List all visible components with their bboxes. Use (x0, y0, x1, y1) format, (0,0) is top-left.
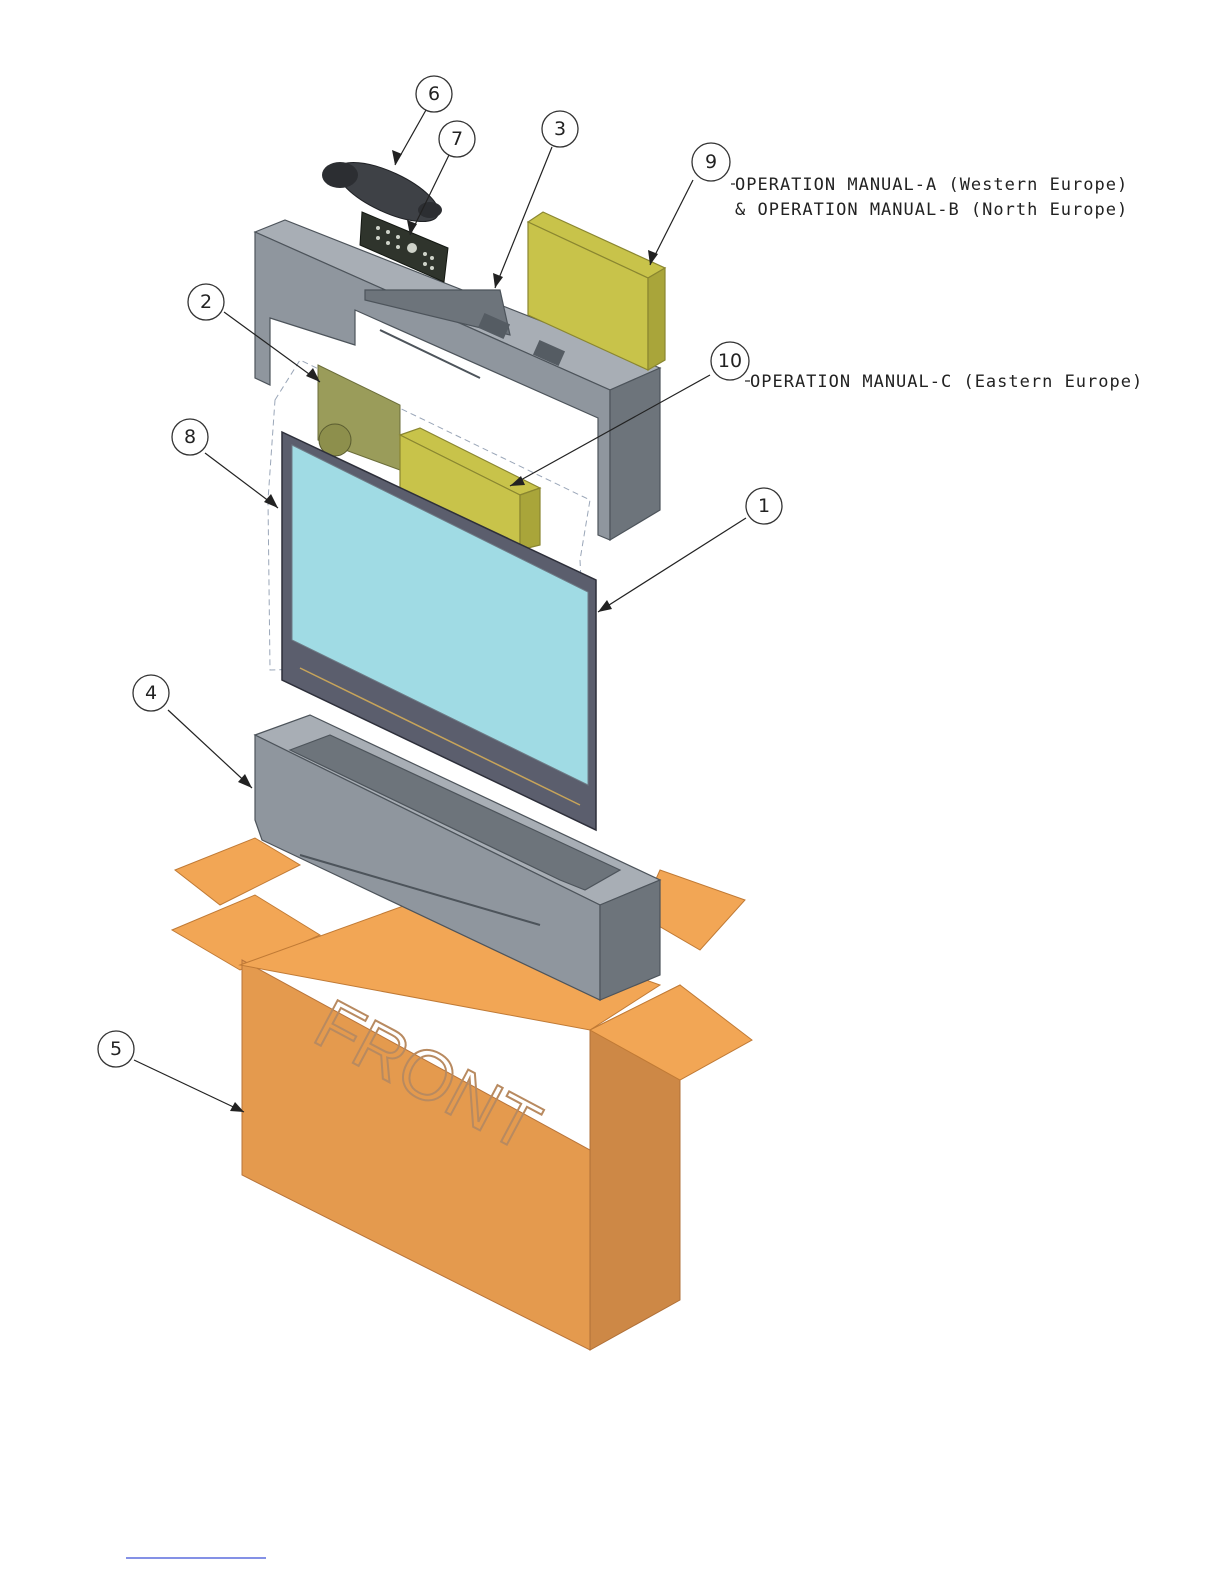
balloon-7-label: 7 (451, 128, 463, 150)
balloon-2-label: 2 (200, 291, 212, 313)
note-manual-b: & OPERATION MANUAL-B (North Europe) (735, 200, 1128, 220)
note-manual-a: OPERATION MANUAL-A (Western Europe) (735, 175, 1128, 195)
balloon-3: 3 (542, 111, 578, 147)
balloon-1-label: 1 (758, 495, 770, 517)
balloon-9-label: 9 (705, 151, 717, 173)
balloon-6-label: 6 (428, 83, 440, 105)
balloon-3-label: 3 (554, 118, 566, 140)
balloon-4: 4 (133, 675, 169, 711)
balloon-5: 5 (98, 1031, 134, 1067)
balloon-10: 10 (711, 342, 749, 380)
balloon-8: 8 (172, 419, 208, 455)
balloon-5-label: 5 (110, 1038, 122, 1060)
balloon-7: 7 (439, 121, 475, 157)
balloon-8-label: 8 (184, 426, 196, 448)
balloon-9: 9 (692, 143, 730, 181)
balloon-1: 1 (746, 488, 782, 524)
balloon-4-label: 4 (145, 682, 157, 704)
balloon-6: 6 (416, 76, 452, 112)
note-manual-c: OPERATION MANUAL-C (Eastern Europe) (750, 372, 1143, 392)
balloon-10-label: 10 (718, 350, 742, 372)
balloon-2: 2 (188, 284, 224, 320)
